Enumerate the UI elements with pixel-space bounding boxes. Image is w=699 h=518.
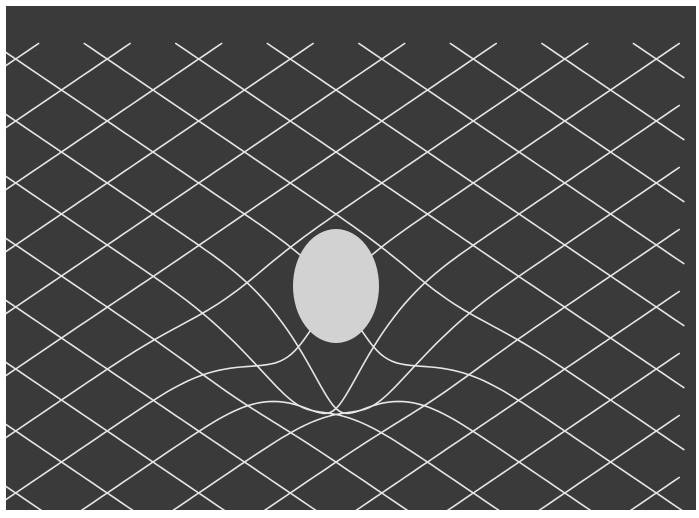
illustration-frame — [6, 6, 696, 510]
spacetime-curvature-illustration — [6, 6, 696, 510]
central-mass-sphere — [293, 229, 379, 343]
